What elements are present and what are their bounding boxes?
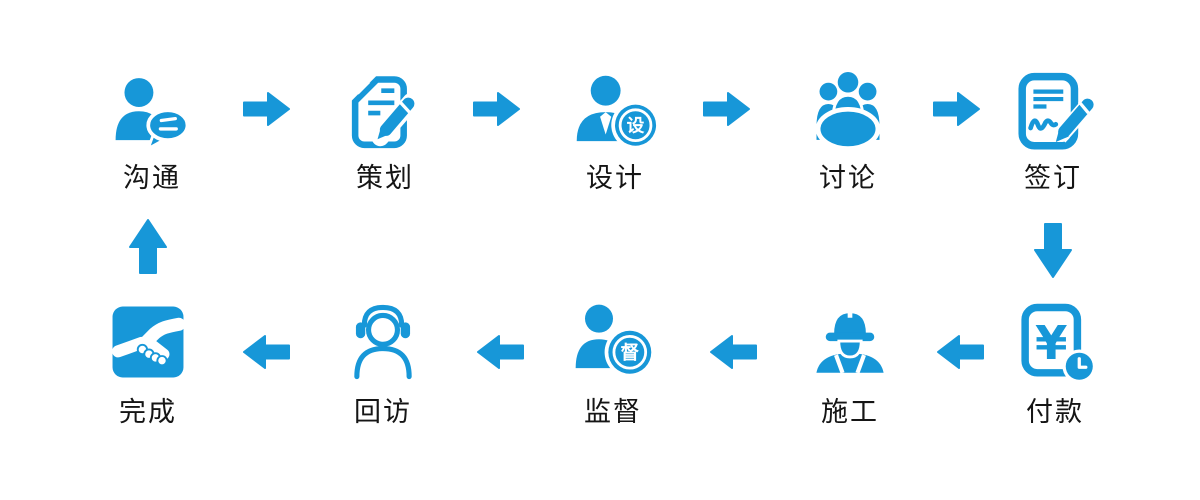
step-communicate: 沟通 — [92, 72, 212, 194]
step-label: 付款 — [1026, 397, 1084, 428]
document-pencil-icon — [346, 72, 420, 149]
invoice-yen-clock-icon: ¥ — [1021, 303, 1097, 384]
supervisor-badge-icon: 督 — [575, 304, 655, 378]
construction-worker-icon — [816, 310, 884, 374]
arrow-right-icon — [703, 92, 750, 126]
step-discuss: 讨论 — [788, 72, 908, 194]
yen-symbol: ¥ — [1035, 317, 1067, 371]
badge-character: 督 — [620, 342, 639, 364]
step-design: 设 设计 — [555, 72, 675, 194]
step-label: 监督 — [584, 397, 642, 428]
step-supervise: 督 监督 — [553, 300, 673, 428]
person-chat-icon — [115, 78, 190, 152]
step-pay: ¥ 付款 — [995, 300, 1115, 428]
arrow-left-icon — [710, 335, 757, 369]
arrow-left-icon — [937, 335, 984, 369]
arrow-right-icon — [243, 92, 290, 126]
step-construct: 施工 — [790, 300, 910, 428]
step-sign: 签订 — [993, 72, 1113, 194]
headset-person-icon — [354, 304, 412, 380]
step-label: 策划 — [356, 163, 414, 194]
handshake-icon — [112, 306, 186, 378]
step-label: 完成 — [119, 397, 177, 428]
arrow-up-icon — [129, 219, 167, 274]
arrow-right-icon — [933, 92, 980, 126]
step-label: 讨论 — [819, 163, 877, 194]
arrow-left-icon — [477, 335, 524, 369]
arrow-left-icon — [243, 335, 290, 369]
badge-character: 设 — [627, 116, 645, 137]
step-label: 设计 — [586, 163, 644, 194]
step-label: 签订 — [1024, 163, 1082, 194]
contract-pen-icon — [1018, 72, 1095, 150]
step-complete: 完成 — [88, 300, 208, 428]
step-callback: 回访 — [323, 300, 443, 428]
step-label: 沟通 — [123, 163, 181, 194]
step-label: 施工 — [821, 397, 879, 428]
arrow-right-icon — [473, 92, 520, 126]
step-label: 回访 — [354, 397, 412, 428]
step-plan: 策划 — [325, 72, 445, 194]
arrow-down-icon — [1034, 223, 1072, 278]
designer-badge-icon: 设 — [576, 75, 657, 150]
meeting-group-icon — [814, 72, 882, 151]
